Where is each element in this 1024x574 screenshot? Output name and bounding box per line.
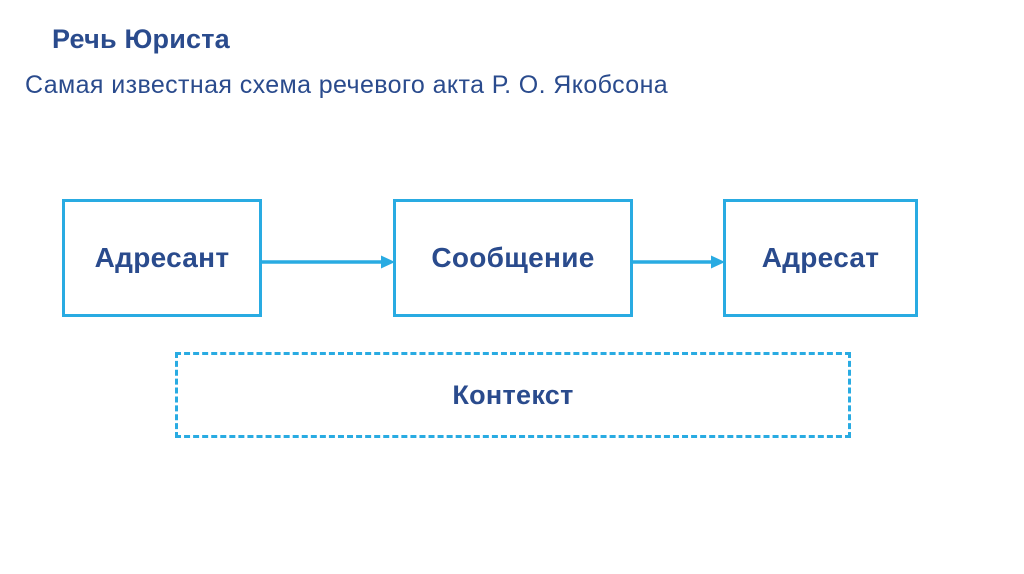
diagram-node-sender-label: Адресант [94,242,230,273]
page-subtitle: Самая известная схема речевого акта Р. О… [25,71,669,99]
page-title: Речь Юриста [52,24,230,54]
diagram-node-receiver: Адресат [723,199,918,317]
diagram-node-context: Контекст [175,352,851,438]
diagram-node-receiver-label: Адресат [761,242,880,273]
diagram-node-sender: Адресант [62,199,262,317]
diagram-node-message-label: Сообщение [431,242,595,273]
diagram-node-context-label: Контекст [452,379,574,410]
diagram-node-message: Сообщение [393,199,633,317]
arrow-right-icon-message-to-receiver [632,255,725,269]
arrow-right-icon-sender-to-message [261,255,395,269]
